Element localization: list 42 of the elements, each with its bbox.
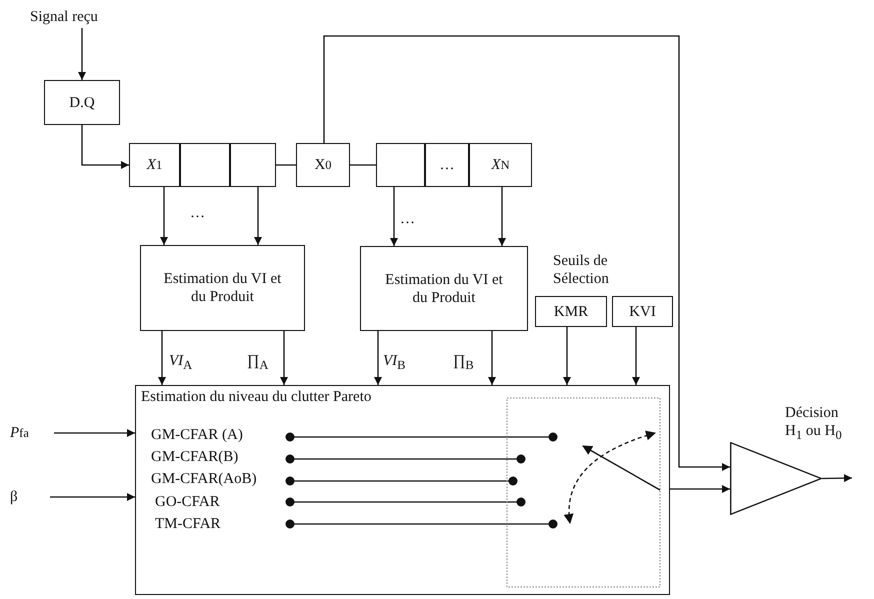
arrow xyxy=(374,331,382,385)
ellipsis-label: … xyxy=(400,210,415,228)
arrow xyxy=(50,493,135,501)
arrow xyxy=(632,327,640,385)
arrow xyxy=(822,474,852,482)
method-label: GM-CFAR(AoB) xyxy=(151,470,257,488)
arrow xyxy=(254,187,262,245)
decision-label: Décision H$_{1}$ ou H$_{0}$ xyxy=(785,404,843,443)
arrow xyxy=(81,125,129,169)
arrow xyxy=(54,429,135,437)
input-label: β xyxy=(10,484,50,510)
comparator-triangle xyxy=(730,442,822,515)
process-box: Estimation du VI et du Produit xyxy=(140,245,305,331)
buffer-cell xyxy=(230,143,276,187)
ellipsis-label: … xyxy=(190,204,205,222)
section-label: Seuils de Sélection xyxy=(553,252,610,288)
method-label: GM-CFAR(B) xyxy=(151,448,238,466)
buffer-cell xyxy=(376,143,425,187)
arrow xyxy=(323,35,730,471)
buffer-cell: … xyxy=(425,143,469,187)
arrow xyxy=(160,187,168,245)
arrow xyxy=(563,327,571,385)
method-label: TM-CFAR xyxy=(155,515,221,533)
process-box: Estimation du VI et du Produit xyxy=(360,246,528,331)
arrow xyxy=(158,331,166,385)
process-box: D.Q xyxy=(44,80,120,125)
arrow xyxy=(498,187,506,246)
arrow xyxy=(280,331,288,385)
connector-line xyxy=(350,164,376,166)
method-label: GO-CFAR xyxy=(155,493,220,511)
threshold-box: KMR xyxy=(535,296,607,327)
panel-heading: Estimation du niveau du clutter Pareto xyxy=(141,388,372,406)
method-label: GM-CFAR (A) xyxy=(151,426,243,444)
arrow xyxy=(670,485,730,493)
arrow xyxy=(78,28,86,80)
arrow xyxy=(390,187,398,246)
threshold-box: KVI xyxy=(612,296,673,327)
input-label: Signal reçu xyxy=(30,6,130,28)
processing-panel xyxy=(135,385,670,595)
buffer-cell xyxy=(180,143,230,187)
arrow xyxy=(488,331,496,385)
connector-line xyxy=(276,164,296,166)
